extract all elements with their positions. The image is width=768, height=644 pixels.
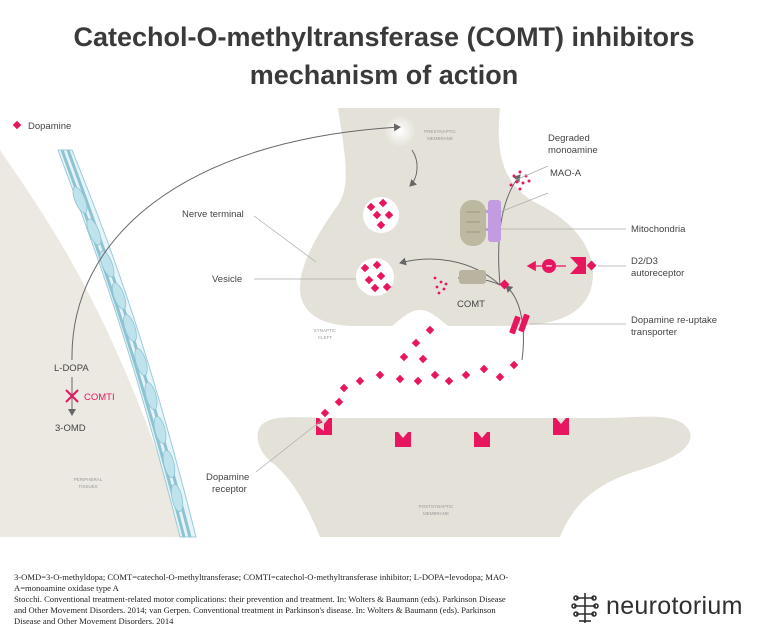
- neurotorium-logo-text: neurotorium: [606, 592, 743, 620]
- vesicle-label: Vesicle: [212, 274, 242, 285]
- mao-a-label: MAO-A: [550, 168, 582, 179]
- reuptake-label-2: transporter: [631, 327, 677, 338]
- d2d3-label-1: D2/D3: [631, 256, 658, 267]
- degraded-label-2: monoamine: [548, 145, 598, 156]
- reuptake-to-vesicle-arrow: [399, 257, 501, 286]
- receptor-label-2: receptor: [212, 484, 247, 495]
- footer-notes: 3-OMD=3-O-methyldopa; COMT=catechol-O-me…: [14, 572, 564, 627]
- synaptic-cleft-label-2: CLEFT: [318, 335, 333, 340]
- mao-a-enzyme: [488, 200, 501, 242]
- d2d3-autoreceptor: [570, 257, 597, 274]
- minus-sign: −: [546, 261, 552, 273]
- diagram-title: Catechol-O-methyltransferase (COMT) inhi…: [0, 18, 768, 94]
- release-haze: [384, 115, 416, 147]
- postsynaptic-label-1: POSTSYNAPTIC: [419, 504, 455, 509]
- presynaptic-label-1: PRESYNAPTIC: [424, 129, 457, 134]
- postsynaptic-membrane: [257, 416, 691, 537]
- ldopa-transport-arrow: [71, 123, 401, 361]
- mitochondria: [460, 200, 486, 246]
- presynaptic-label-2: MEMBRANE: [427, 136, 453, 141]
- l-dopa-label: L-DOPA: [54, 363, 89, 374]
- peripheral-tissue: [0, 150, 185, 537]
- reuptake-label-1: Dopamine re-uptake: [631, 315, 717, 326]
- synthesis-arrow: [409, 149, 418, 187]
- receptor-label-1: Dopamine: [206, 472, 249, 483]
- footer-abbrev-2: A=monoamine oxidase type A: [14, 583, 119, 593]
- comti-label: COMTI: [84, 392, 115, 403]
- three-omd-label: 3-OMD: [55, 423, 86, 434]
- mitochondria-label: Mitochondria: [631, 224, 686, 235]
- to-mao-arrow: [498, 174, 521, 286]
- d2d3-label-2: autoreceptor: [631, 268, 684, 279]
- postsynaptic-label-2: MEMBRANE: [423, 511, 449, 516]
- comt-degraded-dots: [433, 276, 448, 295]
- neurotorium-logo-icon: [571, 593, 599, 623]
- myelin-segments: [72, 186, 184, 513]
- reuptake-transporter: [509, 313, 530, 335]
- peripheral-label-2: TISSUES: [78, 484, 97, 489]
- footer-ref-2: and Other Movement Disorders. 2014; van …: [14, 605, 496, 615]
- synaptic-cleft-label-1: SYNAPTIC: [314, 328, 337, 333]
- comt-enzyme: [459, 270, 486, 284]
- degraded-label-1: Degraded: [548, 133, 590, 144]
- footer-ref-1: Stocchi. Conventional treatment-related …: [14, 594, 506, 604]
- title-line-2: mechanism of action: [249, 60, 519, 90]
- footer-abbrev-1: 3-OMD=3-O-methyldopa; COMT=catechol-O-me…: [14, 572, 509, 582]
- block-x-icon: [65, 389, 79, 403]
- cleft-reuptake-arrow: [505, 285, 524, 361]
- comt-label: COMT: [457, 299, 485, 310]
- inhibition-minus-icon: [542, 259, 556, 273]
- leader-lines: [253, 165, 626, 473]
- legend-dopamine-icon: [12, 120, 22, 130]
- legend-dopamine-label: Dopamine: [28, 121, 71, 132]
- footer-ref-3: Disease and Other Movement Disorders. 20…: [14, 616, 174, 626]
- vesicle-lower: [356, 258, 394, 296]
- nerve-terminal-label: Nerve terminal: [182, 209, 244, 220]
- dopamine-receptors: [316, 418, 569, 447]
- cleft-dopamine: [320, 325, 519, 418]
- title-line-1: Catechol-O-methyltransferase (COMT) inhi…: [73, 22, 695, 52]
- intracellular-dopamine: [499, 279, 510, 290]
- neurotorium-logo: neurotorium: [570, 590, 760, 630]
- vesicle-upper: [363, 197, 399, 233]
- peripheral-label-1: PERIPHERAL: [74, 477, 103, 482]
